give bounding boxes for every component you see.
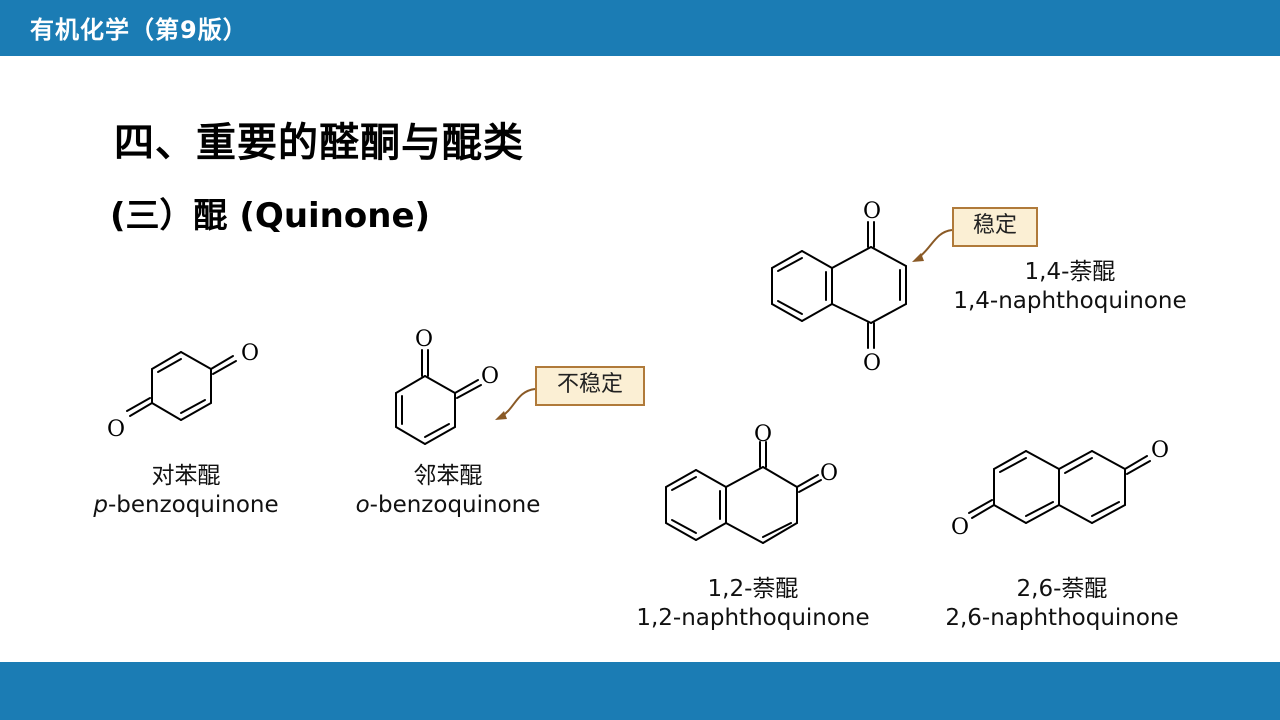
atom-label: O [863,199,881,224]
compound-name-cn: 邻苯醌 [413,463,483,489]
atom-label: O [951,515,969,540]
p-benzoquinone-label: 对苯醌 p-benzoquinone [86,462,286,520]
o-benzoquinone-label: 邻苯醌 o-benzoquinone [348,462,548,520]
compound-name-en: o-benzoquinone [348,491,548,520]
compound-name-cn: 2,6-萘醌 [1016,576,1108,602]
compound-name-en: 2,6-naphthoquinone [945,605,1179,631]
compound-name-cn: 对苯醌 [151,463,221,489]
atom-label: O [481,364,499,389]
atom-label: O [107,417,125,442]
atom-label: O [415,327,433,352]
compound-name-cn: 1,4-萘醌 [1024,259,1116,285]
compound-name-en: 1,4-naphthoquinone [953,288,1187,314]
naphthoquinone-14-label: 1,4-萘醌 1,4-naphthoquinone [945,258,1195,316]
naphthoquinone-12-label: 1,2-萘醌 1,2-naphthoquinone [628,575,878,633]
stable-callout: 稳定 [952,207,1038,247]
naphthoquinone-26-label: 2,6-萘醌 2,6-naphthoquinone [937,575,1187,633]
compound-name-suffix: -benzoquinone [369,492,541,518]
locant-prefix: p [93,492,108,518]
atom-label: O [754,422,772,447]
atom-label: O [820,461,838,486]
course-title: 有机化学（第9版） [30,16,248,44]
naphthoquinone-14-structure: O O [771,199,907,376]
naphthoquinone-12-structure: O O [665,422,838,544]
callout-arrow-unstable [495,388,536,420]
unstable-callout: 不稳定 [535,366,645,406]
compound-name-en: 1,2-naphthoquinone [636,605,870,631]
o-benzoquinone-structure: O O [395,327,499,445]
footer-bar [0,662,1280,720]
p-benzoquinone-structure: O O [107,341,259,442]
atom-label: O [1151,438,1169,463]
naphthoquinone-26-structure: O O [951,438,1169,540]
atom-label: O [863,351,881,376]
subsection-title: (三）醌 (Quinone) [110,196,431,236]
compound-name-cn: 1,2-萘醌 [707,576,799,602]
locant-prefix: o [355,492,370,518]
compound-name-en: p-benzoquinone [86,491,286,520]
callout-arrow-stable [912,229,953,262]
atom-label: O [241,341,259,366]
compound-name-suffix: -benzoquinone [107,492,279,518]
header-bar: 有机化学（第9版） [0,0,1280,56]
section-title: 四、重要的醛酮与醌类 [114,120,524,166]
